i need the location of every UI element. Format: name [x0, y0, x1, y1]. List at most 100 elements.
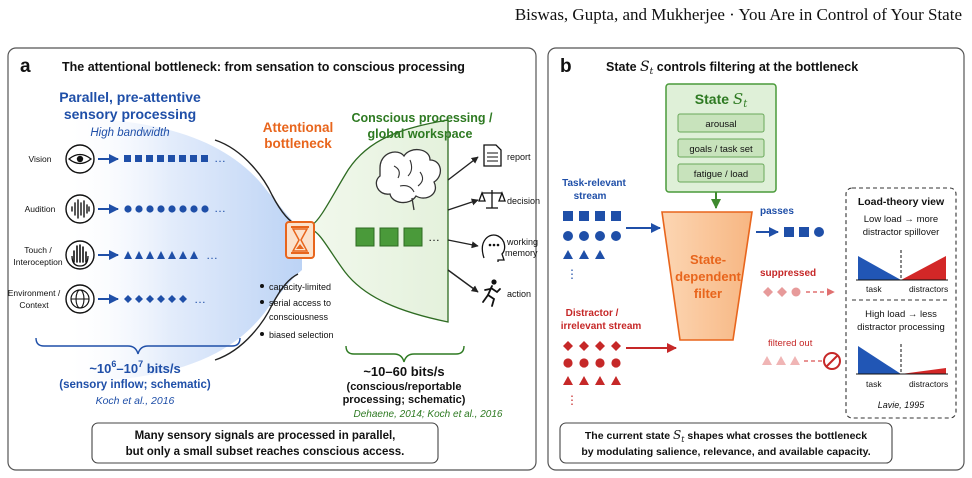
- passes-label: passes: [760, 206, 794, 217]
- state-item: arousal: [705, 119, 736, 130]
- vision-signal-markers: [124, 155, 208, 162]
- sensory-heading-line2: sensory processing: [64, 106, 196, 122]
- axis-label-task: task: [866, 284, 882, 294]
- output-decision: decision: [478, 190, 540, 209]
- header-separator: ·: [724, 5, 739, 24]
- output-action: action: [482, 279, 531, 307]
- summary-line2: but only a small subset reaches consciou…: [126, 446, 405, 458]
- panel-b: b State St controls filtering at the bot…: [547, 47, 965, 471]
- output-label-line2: memory: [505, 248, 538, 258]
- low-load-plot: [856, 250, 948, 281]
- ellipsis: …: [206, 248, 218, 262]
- audition-signal-markers: [124, 205, 209, 213]
- suppressed-label: suppressed: [760, 268, 816, 279]
- state-item: goals / task set: [689, 144, 753, 155]
- load-theory-citation: Lavie, 1995: [878, 400, 926, 410]
- load-theory-title: Load-theory view: [858, 196, 945, 208]
- state-item-box: [677, 163, 765, 183]
- conscious-heading-line2: global workspace: [368, 127, 473, 141]
- funnel-lower-edge: [214, 273, 299, 361]
- filter-label-line1: State-: [690, 252, 726, 267]
- sense-label-line1: Environment /: [8, 288, 61, 298]
- head-icon: [481, 234, 506, 262]
- hand-icon: [65, 240, 95, 270]
- bullet-item: capacity-limited: [269, 282, 331, 292]
- summary-line1: Many sensory signals are processed in pa…: [135, 430, 396, 442]
- bullet-item: biased selection: [269, 330, 334, 340]
- output-label: action: [507, 289, 531, 299]
- prohibited-icon: [823, 352, 841, 370]
- brain-icon: [375, 149, 441, 211]
- output-label-line1: working: [506, 237, 538, 247]
- filtered-out-label: filtered out: [768, 338, 813, 349]
- document-icon: [483, 144, 502, 167]
- task-stream-markers: [563, 211, 621, 259]
- task-stream-label-line2: stream: [574, 191, 607, 202]
- sensory-glow: [62, 118, 302, 382]
- panel-b-summary-line1: The current state St shapes what crosses…: [585, 428, 867, 444]
- low-load-line1: Low load → more: [864, 214, 938, 225]
- high-load-line1: High load → less: [865, 309, 937, 320]
- header-authors: Biswas, Gupta, and Mukherjee: [514, 5, 725, 24]
- globe-icon: [65, 284, 95, 314]
- axis-label-task: task: [866, 379, 882, 389]
- bullet-item: serial access to: [269, 298, 331, 308]
- sense-row-vision: Vision …: [29, 144, 226, 174]
- state-box-title: State St: [695, 90, 748, 110]
- sensory-bandwidth-label: High bandwidth: [90, 127, 169, 139]
- waveform-icon: [65, 194, 95, 224]
- sensory-citation: Koch et al., 2016: [96, 395, 175, 407]
- conscious-citation: Dehaene, 2014; Koch et al., 2016: [353, 409, 502, 420]
- ellipsis: …: [214, 201, 226, 215]
- sense-row-audition: Audition …: [25, 194, 226, 224]
- panel-b-letter: b: [560, 56, 572, 77]
- panel-a-letter: a: [20, 56, 31, 77]
- vertical-ellipsis: ⋮: [566, 393, 578, 407]
- ellipsis: …: [214, 151, 226, 165]
- ellipsis: …: [194, 292, 206, 306]
- hourglass-icon: [285, 221, 315, 259]
- filtered-markers: [762, 356, 800, 365]
- bottleneck-label-line2: bottleneck: [264, 136, 332, 151]
- suppressed-markers: [763, 287, 801, 297]
- filter-shape: [661, 211, 753, 341]
- touch-signal-markers: [124, 251, 198, 259]
- panel-a-summary-box: [91, 422, 439, 464]
- output-label: report: [507, 152, 531, 162]
- state-item-box: [677, 138, 765, 158]
- bottleneck-label-line1: Attentional: [263, 120, 334, 135]
- panel-b-title: State St controls filtering at the bottl…: [606, 59, 858, 77]
- conscious-heading-line1: Conscious processing /: [351, 111, 493, 125]
- conscious-rate-note-line1: (conscious/reportable: [347, 381, 462, 393]
- distractor-stream-markers: [563, 341, 621, 385]
- distractor-stream-label-line2: irrelevant stream: [561, 321, 642, 332]
- filter-label-line2: dependent: [675, 269, 741, 284]
- axis-label-distractors: distractors: [909, 284, 948, 294]
- high-load-plot: [856, 344, 948, 375]
- sensory-brace: [35, 337, 241, 355]
- sense-label-line1: Touch /: [24, 245, 52, 255]
- eye-icon: [65, 144, 95, 174]
- sense-label: Audition: [25, 204, 56, 214]
- funnel-upper-edge: [214, 139, 299, 227]
- output-working-memory: working memory: [481, 234, 538, 262]
- high-load-line2: distractor processing: [857, 322, 945, 333]
- conscious-rate: ~10–60 bits/s: [363, 364, 444, 379]
- sensory-rate: ~106–107 bits/s: [89, 359, 180, 376]
- sense-label: Vision: [29, 154, 52, 164]
- runner-icon: [482, 279, 501, 307]
- conscious-rate-note-line2: processing; schematic): [343, 394, 466, 406]
- axis-label-distractors: distractors: [909, 379, 948, 389]
- workspace-items: [355, 227, 423, 247]
- ellipsis: …: [428, 230, 440, 244]
- panel-b-summary-line2: by modulating salience, relevance, and a…: [581, 446, 870, 458]
- vertical-ellipsis: ⋮: [566, 267, 578, 281]
- sense-row-environment: Environment / Context …: [8, 284, 206, 314]
- running-header: Biswas, Gupta, and Mukherjee · You Are i…: [0, 5, 962, 25]
- panel-a-title: The attentional bottleneck: from sensati…: [62, 60, 465, 74]
- output-report: report: [483, 144, 531, 167]
- filter-label-line3: filter: [694, 286, 722, 301]
- sense-row-touch: Touch / Interoception …: [13, 240, 218, 270]
- output-label: decision: [507, 196, 540, 206]
